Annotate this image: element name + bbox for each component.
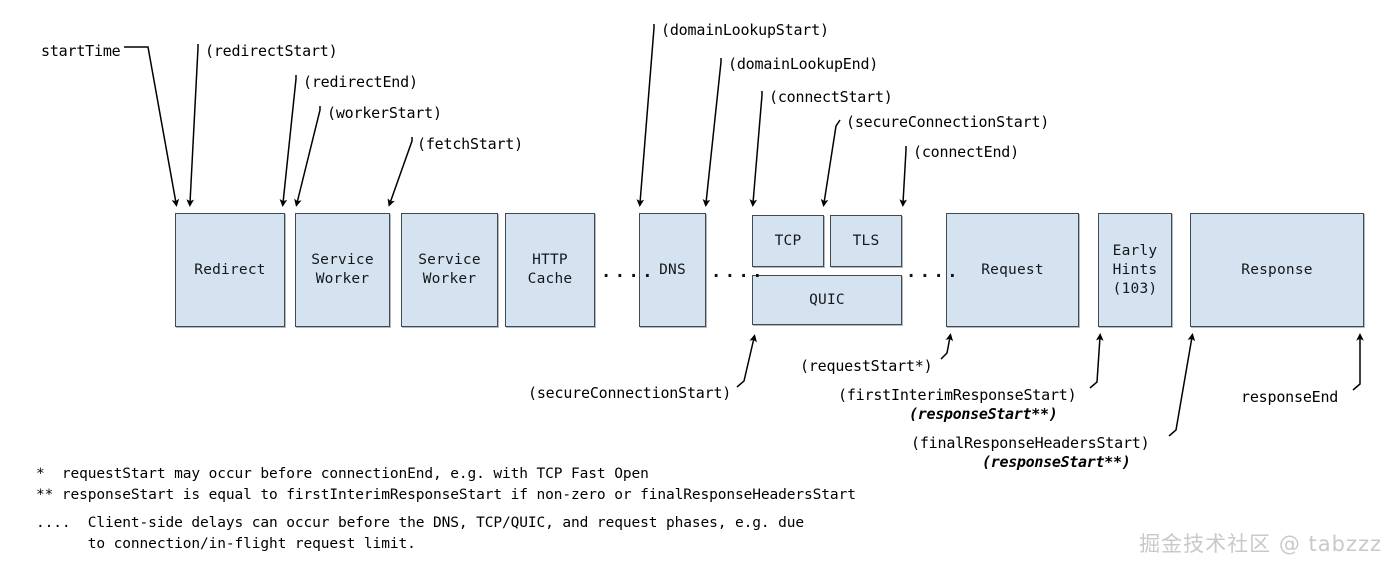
label-firstInterimResponseStart: (firstInterimResponseStart) xyxy=(838,386,1077,404)
arrow-finalResponseHeadersStart xyxy=(1168,333,1196,437)
arrow-fetchStart xyxy=(387,137,413,207)
label-requestStart: (requestStart*) xyxy=(800,357,933,375)
phase-box-response: Response xyxy=(1190,213,1364,327)
phase-box-label: Redirect xyxy=(194,261,266,278)
label-fetchStart: (fetchStart) xyxy=(417,135,523,153)
phase-box-request: Request xyxy=(946,213,1079,327)
footnote-star: * requestStart may occur before connecti… xyxy=(36,466,649,482)
phase-box-label: HTTP Cache xyxy=(527,252,573,287)
arrow-requestStart xyxy=(940,333,954,360)
arrow-redirectEnd xyxy=(279,75,297,207)
arrow-connectEnd xyxy=(899,146,907,207)
phase-box-label: Response xyxy=(1241,261,1313,278)
phase-box-label: TLS xyxy=(852,232,880,249)
ellipsis-delay-before-request: .... xyxy=(906,262,961,282)
arrow-domainLookupStart xyxy=(636,24,655,207)
phase-box-label: Service Worker xyxy=(311,252,374,287)
phase-box-service-worker-2: Service Worker xyxy=(401,213,498,327)
label-secureConnectionStart-quic: (secureConnectionStart) xyxy=(528,384,732,402)
phase-box-label: QUIC xyxy=(809,291,845,308)
phase-box-label: TCP xyxy=(774,232,802,249)
phase-box-early-hints: Early Hints (103) xyxy=(1098,213,1172,327)
arrow-domainLookupEnd xyxy=(702,58,722,207)
phase-box-tcp: TCP xyxy=(752,215,824,267)
label-connectStart: (connectStart) xyxy=(769,88,893,106)
label-responseEnd: responseEnd xyxy=(1241,388,1339,406)
phase-box-label: DNS xyxy=(659,261,686,278)
ellipsis-delay-before-dns: .... xyxy=(601,262,656,282)
arrow-redirectStart xyxy=(186,44,199,207)
label-redirectEnd: (redirectEnd) xyxy=(303,73,418,91)
phase-box-quic: QUIC xyxy=(752,275,902,325)
footnote-dots-line1: .... Client-side delays can occur before… xyxy=(36,515,805,531)
label-finalResponseHeadersStart: (finalResponseHeadersStart) xyxy=(911,434,1150,452)
label-startTime: startTime xyxy=(41,42,121,60)
arrow-connectStart xyxy=(749,91,763,207)
phase-box-label: Service Worker xyxy=(418,252,481,287)
phase-box-label: Early Hints (103) xyxy=(1112,242,1158,297)
arrow-responseEnd xyxy=(1352,332,1364,391)
label-responseStart-interim: (responseStart**) xyxy=(909,405,1058,423)
label-domainLookupStart: (domainLookupStart) xyxy=(661,21,829,39)
phase-box-tls: TLS xyxy=(830,215,902,267)
label-redirectStart: (redirectStart) xyxy=(205,42,338,60)
arrow-workerStart xyxy=(294,106,321,207)
label-responseStart-final: (responseStart**) xyxy=(982,453,1131,471)
phase-box-redirect: Redirect xyxy=(175,213,285,327)
arrow-secureConnectionStart-top xyxy=(820,119,841,207)
footnote-doublestar: ** responseStart is equal to firstInteri… xyxy=(36,487,856,503)
label-connectEnd: (connectEnd) xyxy=(913,143,1019,161)
ellipsis-delay-before-connect: .... xyxy=(711,262,766,282)
phase-box-dns: DNS xyxy=(639,213,706,327)
arrow-firstInterimResponseStart xyxy=(1089,333,1104,389)
label-workerStart: (workerStart) xyxy=(327,104,442,122)
phase-box-service-worker-1: Service Worker xyxy=(295,213,390,327)
phase-box-http-cache: HTTP Cache xyxy=(505,213,595,327)
arrow-secureConnectionStart-quic xyxy=(736,334,757,388)
watermark: 掘金技术社区 @ tabzzz xyxy=(1139,532,1382,556)
label-domainLookupEnd: (domainLookupEnd) xyxy=(728,55,879,73)
footnote-dots-line2: to connection/in-flight request limit. xyxy=(36,536,416,552)
label-secureConnectionStart: (secureConnectionStart) xyxy=(846,113,1050,131)
phase-box-label: Request xyxy=(981,261,1044,278)
arrow-startTime xyxy=(124,46,180,207)
